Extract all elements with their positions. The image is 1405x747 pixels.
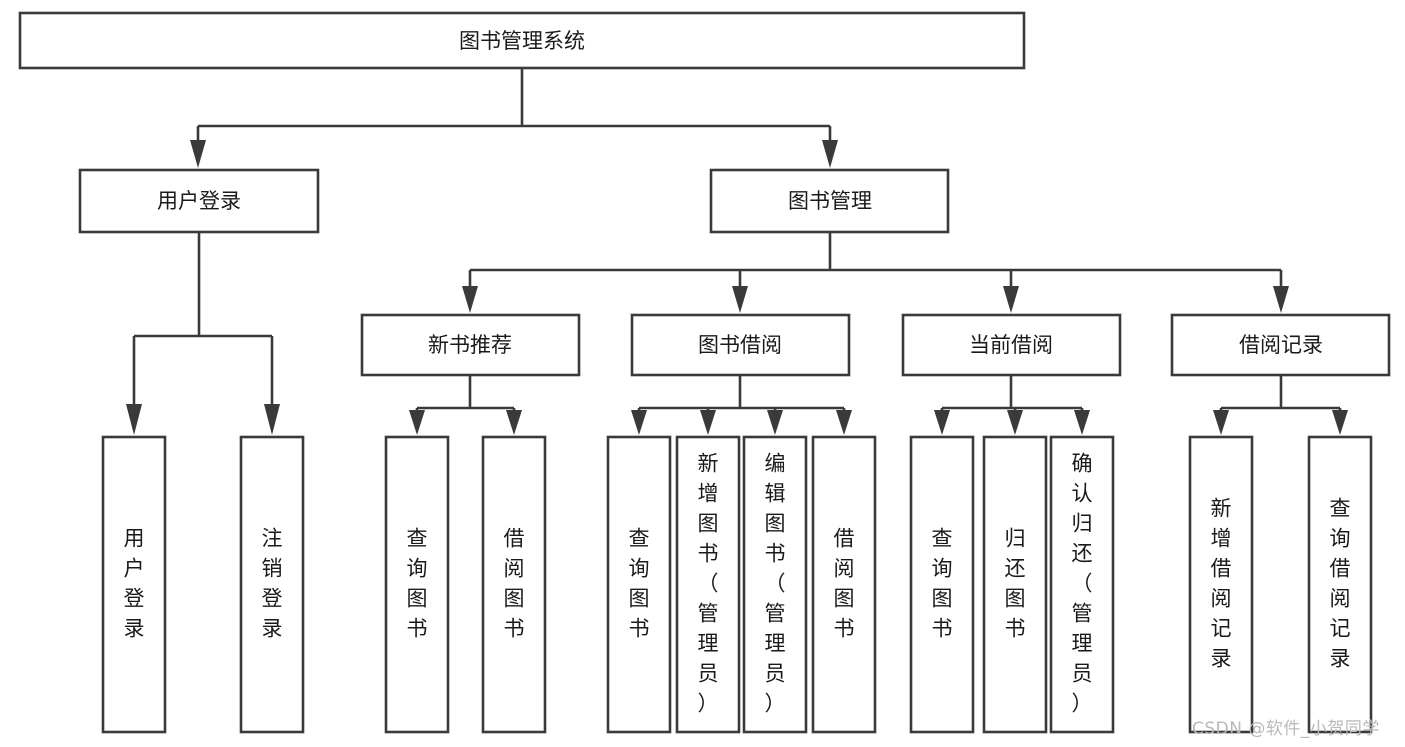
node-user-login-label: 用户登录 bbox=[157, 189, 241, 213]
node-leaf-add-borrow-record-label: 新增借阅记录 bbox=[1211, 497, 1232, 671]
node-leaf-query-book-3[interactable]: 查询图书 bbox=[909, 435, 975, 734]
node-leaf-borrow-book-2-label: 借阅图书 bbox=[834, 527, 855, 641]
arrow-head-book-manage bbox=[822, 140, 838, 168]
arrow-head-leaf-query-book-3 bbox=[934, 410, 950, 435]
node-leaf-add-book-admin[interactable]: 新增图书（管理员） bbox=[675, 435, 741, 734]
node-leaf-user-logout-label: 注销登录 bbox=[262, 527, 283, 641]
node-user-login[interactable]: 用户登录 bbox=[78, 168, 320, 234]
arrow-head-leaf-edit-book-admin bbox=[767, 410, 783, 435]
node-leaf-user-login-box bbox=[101, 435, 167, 734]
node-leaf-borrow-book-1-label: 借阅图书 bbox=[504, 527, 525, 641]
node-book-manage-label: 图书管理 bbox=[788, 189, 872, 213]
node-root-label: 图书管理系统 bbox=[459, 29, 585, 53]
node-borrow-record-label: 借阅记录 bbox=[1239, 333, 1323, 357]
node-current-borrow[interactable]: 当前借阅 bbox=[901, 313, 1122, 377]
node-leaf-confirm-return-admin[interactable]: 确认归还（管理员） bbox=[1049, 435, 1115, 734]
node-leaf-borrow-book-1[interactable]: 借阅图书 bbox=[481, 435, 547, 734]
node-new-book-rec-box bbox=[360, 313, 581, 377]
node-leaf-return-book-label: 归还图书 bbox=[1005, 527, 1026, 641]
node-leaf-query-book-2[interactable]: 查询图书 bbox=[606, 435, 672, 734]
node-leaf-query-book-3-box bbox=[909, 435, 975, 734]
node-leaf-query-book-1-label: 查询图书 bbox=[407, 527, 428, 641]
node-leaf-query-book-1[interactable]: 查询图书 bbox=[384, 435, 450, 734]
arrow-head-leaf-add-book-admin bbox=[700, 410, 716, 435]
node-current-borrow-label: 当前借阅 bbox=[969, 333, 1053, 357]
arrow-head-leaf-add-borrow-record bbox=[1213, 410, 1229, 435]
arrow-head-leaf-borrow-book-1 bbox=[506, 410, 522, 435]
connector-layer bbox=[126, 68, 1348, 435]
arrow-head-leaf-confirm-return-admin bbox=[1074, 410, 1090, 435]
node-leaf-confirm-return-admin-box bbox=[1049, 435, 1115, 734]
node-leaf-edit-book-admin-box bbox=[742, 435, 808, 734]
arrow-head-user-login bbox=[190, 140, 206, 168]
node-leaf-query-book-3-label: 查询图书 bbox=[932, 527, 953, 641]
node-leaf-query-book-2-label: 查询图书 bbox=[629, 527, 650, 641]
node-leaf-return-book-box bbox=[982, 435, 1048, 734]
node-leaf-return-book[interactable]: 归还图书 bbox=[982, 435, 1048, 734]
node-leaf-add-borrow-record-box bbox=[1188, 435, 1254, 734]
node-leaf-user-login-label: 用户登录 bbox=[124, 527, 145, 641]
node-new-book-rec-label: 新书推荐 bbox=[428, 333, 512, 357]
arrow-head-book-borrow bbox=[732, 286, 748, 313]
arrow-head-current-borrow bbox=[1003, 286, 1019, 313]
arrow-head-leaf-user-login bbox=[126, 404, 142, 435]
node-leaf-borrow-book-2[interactable]: 借阅图书 bbox=[811, 435, 877, 734]
node-leaf-borrow-book-1-box bbox=[481, 435, 547, 734]
arrow-head-leaf-borrow-book-2 bbox=[836, 410, 852, 435]
arrow-head-leaf-query-borrow-record bbox=[1332, 410, 1348, 435]
node-root[interactable]: 图书管理系统 bbox=[18, 11, 1026, 70]
node-leaf-user-login[interactable]: 用户登录 bbox=[101, 435, 167, 734]
node-leaf-user-logout[interactable]: 注销登录 bbox=[239, 435, 305, 734]
arrow-head-leaf-return-book bbox=[1007, 410, 1023, 435]
node-leaf-add-book-admin-label: 新增图书（管理员） bbox=[698, 452, 719, 716]
node-new-book-rec[interactable]: 新书推荐 bbox=[360, 313, 581, 377]
node-book-borrow[interactable]: 图书借阅 bbox=[630, 313, 851, 377]
node-leaf-query-borrow-record[interactable]: 查询借阅记录 bbox=[1307, 435, 1373, 734]
leaf-node-layer: 用户登录 注销登录 查询图书 借阅图书 查询图书 新增图书（管理员） 编辑图书（管理员） 借阅… bbox=[101, 435, 1373, 734]
node-leaf-query-borrow-record-label: 查询借阅记录 bbox=[1330, 497, 1351, 671]
node-book-manage-box bbox=[709, 168, 950, 234]
node-leaf-query-borrow-record-box bbox=[1307, 435, 1373, 734]
node-book-borrow-label: 图书借阅 bbox=[698, 333, 782, 357]
node-leaf-user-logout-box bbox=[239, 435, 305, 734]
node-borrow-record-box bbox=[1170, 313, 1391, 377]
node-root-box bbox=[18, 11, 1026, 70]
node-borrow-record[interactable]: 借阅记录 bbox=[1170, 313, 1391, 377]
arrow-head-leaf-query-book-2 bbox=[631, 410, 647, 435]
arrow-head-leaf-query-book-1 bbox=[409, 410, 425, 435]
node-user-login-box bbox=[78, 168, 320, 234]
arrow-head-leaf-user-logout bbox=[264, 404, 280, 435]
node-leaf-borrow-book-2-box bbox=[811, 435, 877, 734]
node-leaf-confirm-return-admin-label: 确认归还（管理员） bbox=[1072, 452, 1093, 716]
node-leaf-query-book-1-box bbox=[384, 435, 450, 734]
node-leaf-add-borrow-record[interactable]: 新增借阅记录 bbox=[1188, 435, 1254, 734]
node-leaf-add-book-admin-box bbox=[675, 435, 741, 734]
node-leaf-query-book-2-box bbox=[606, 435, 672, 734]
arrow-head-borrow-record bbox=[1273, 286, 1289, 313]
arrow-head-new-book-rec bbox=[462, 286, 478, 313]
node-current-borrow-box bbox=[901, 313, 1122, 377]
node-book-borrow-box bbox=[630, 313, 851, 377]
node-leaf-edit-book-admin[interactable]: 编辑图书（管理员） bbox=[742, 435, 808, 734]
node-book-manage[interactable]: 图书管理 bbox=[709, 168, 950, 234]
node-leaf-edit-book-admin-label: 编辑图书（管理员） bbox=[765, 452, 786, 716]
